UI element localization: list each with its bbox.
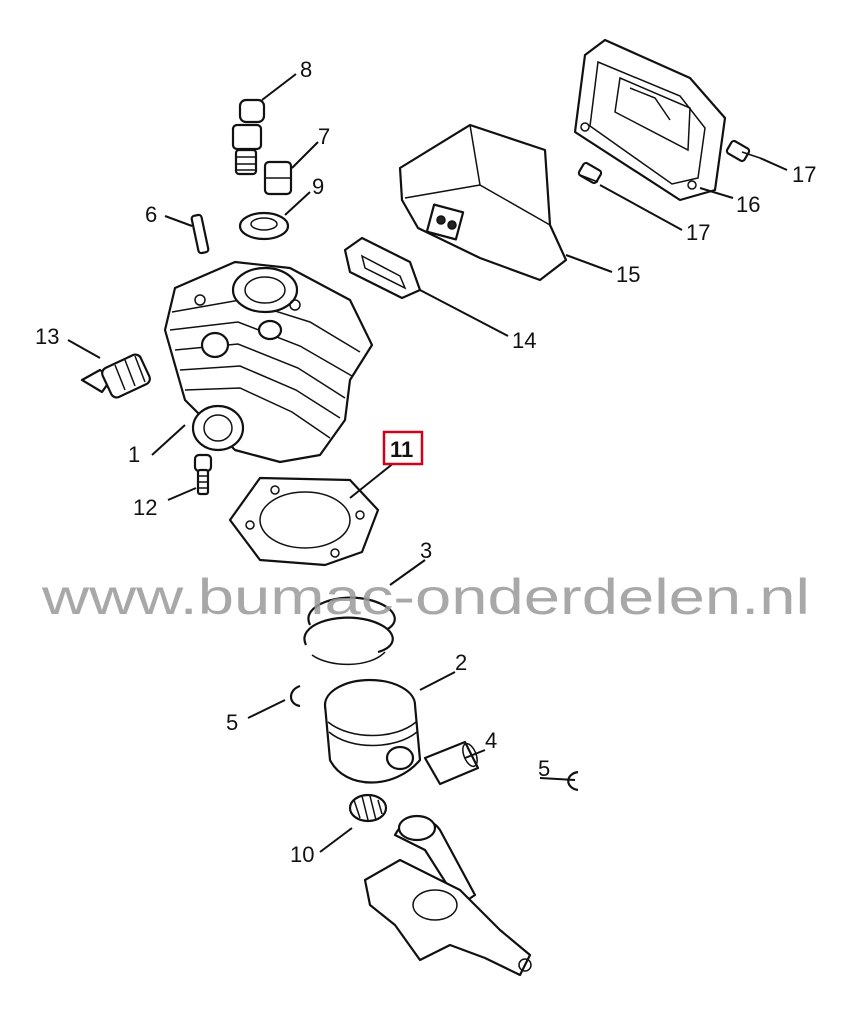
callout-5-left: 5 bbox=[226, 710, 238, 735]
part-7-decompression-valve bbox=[231, 123, 293, 196]
part-13-spark-plug bbox=[80, 353, 151, 399]
leader-lines bbox=[67, 73, 788, 853]
part-14-muffler-gasket bbox=[343, 236, 422, 300]
callout-17-left: 17 bbox=[686, 220, 710, 245]
callout-labels: 1 2 3 4 5 5 6 7 8 9 10 11 12 13 14 15 16… bbox=[35, 57, 816, 867]
part-6-stud bbox=[190, 213, 210, 255]
callout-1: 1 bbox=[128, 442, 140, 467]
callout-6: 6 bbox=[145, 202, 157, 227]
part-1-cylinder bbox=[163, 260, 374, 464]
part-9-washer bbox=[238, 211, 290, 241]
callout-11: 11 bbox=[390, 437, 413, 462]
callout-5-right: 5 bbox=[538, 756, 550, 781]
part-17-screw-left bbox=[577, 161, 603, 185]
callout-12: 12 bbox=[133, 495, 157, 520]
callout-8: 8 bbox=[300, 57, 312, 82]
crankshaft bbox=[363, 814, 532, 977]
part-4-piston-pin bbox=[423, 740, 480, 786]
part-5-circlip-right bbox=[567, 770, 579, 792]
part-8-valve-cap bbox=[238, 98, 266, 124]
callout-15: 15 bbox=[616, 262, 640, 287]
part-5-circlip-left bbox=[289, 684, 301, 708]
callout-7: 7 bbox=[318, 124, 330, 149]
callout-3: 3 bbox=[420, 538, 432, 563]
part-12-screw bbox=[193, 453, 213, 496]
watermark: www.bumac-onderdelen.nl bbox=[41, 569, 810, 625]
callout-10: 10 bbox=[290, 842, 314, 867]
part-3-piston-rings bbox=[303, 596, 396, 666]
part-2-piston bbox=[323, 678, 422, 784]
callout-2: 2 bbox=[455, 650, 467, 675]
part-10-needle-bearing bbox=[348, 793, 388, 823]
callout-17-right: 17 bbox=[792, 162, 816, 187]
callout-14: 14 bbox=[512, 328, 536, 353]
part-15-muffler bbox=[398, 123, 568, 282]
callout-11-highlight: 11 bbox=[382, 430, 424, 466]
part-17-screw-right bbox=[725, 139, 761, 163]
callout-13: 13 bbox=[35, 324, 59, 349]
callout-4: 4 bbox=[485, 728, 497, 753]
callout-16: 16 bbox=[736, 192, 760, 217]
part-16-muffler-cover bbox=[573, 38, 727, 202]
part-11-cylinder-gasket[interactable] bbox=[228, 476, 380, 567]
callout-9: 9 bbox=[312, 174, 324, 199]
